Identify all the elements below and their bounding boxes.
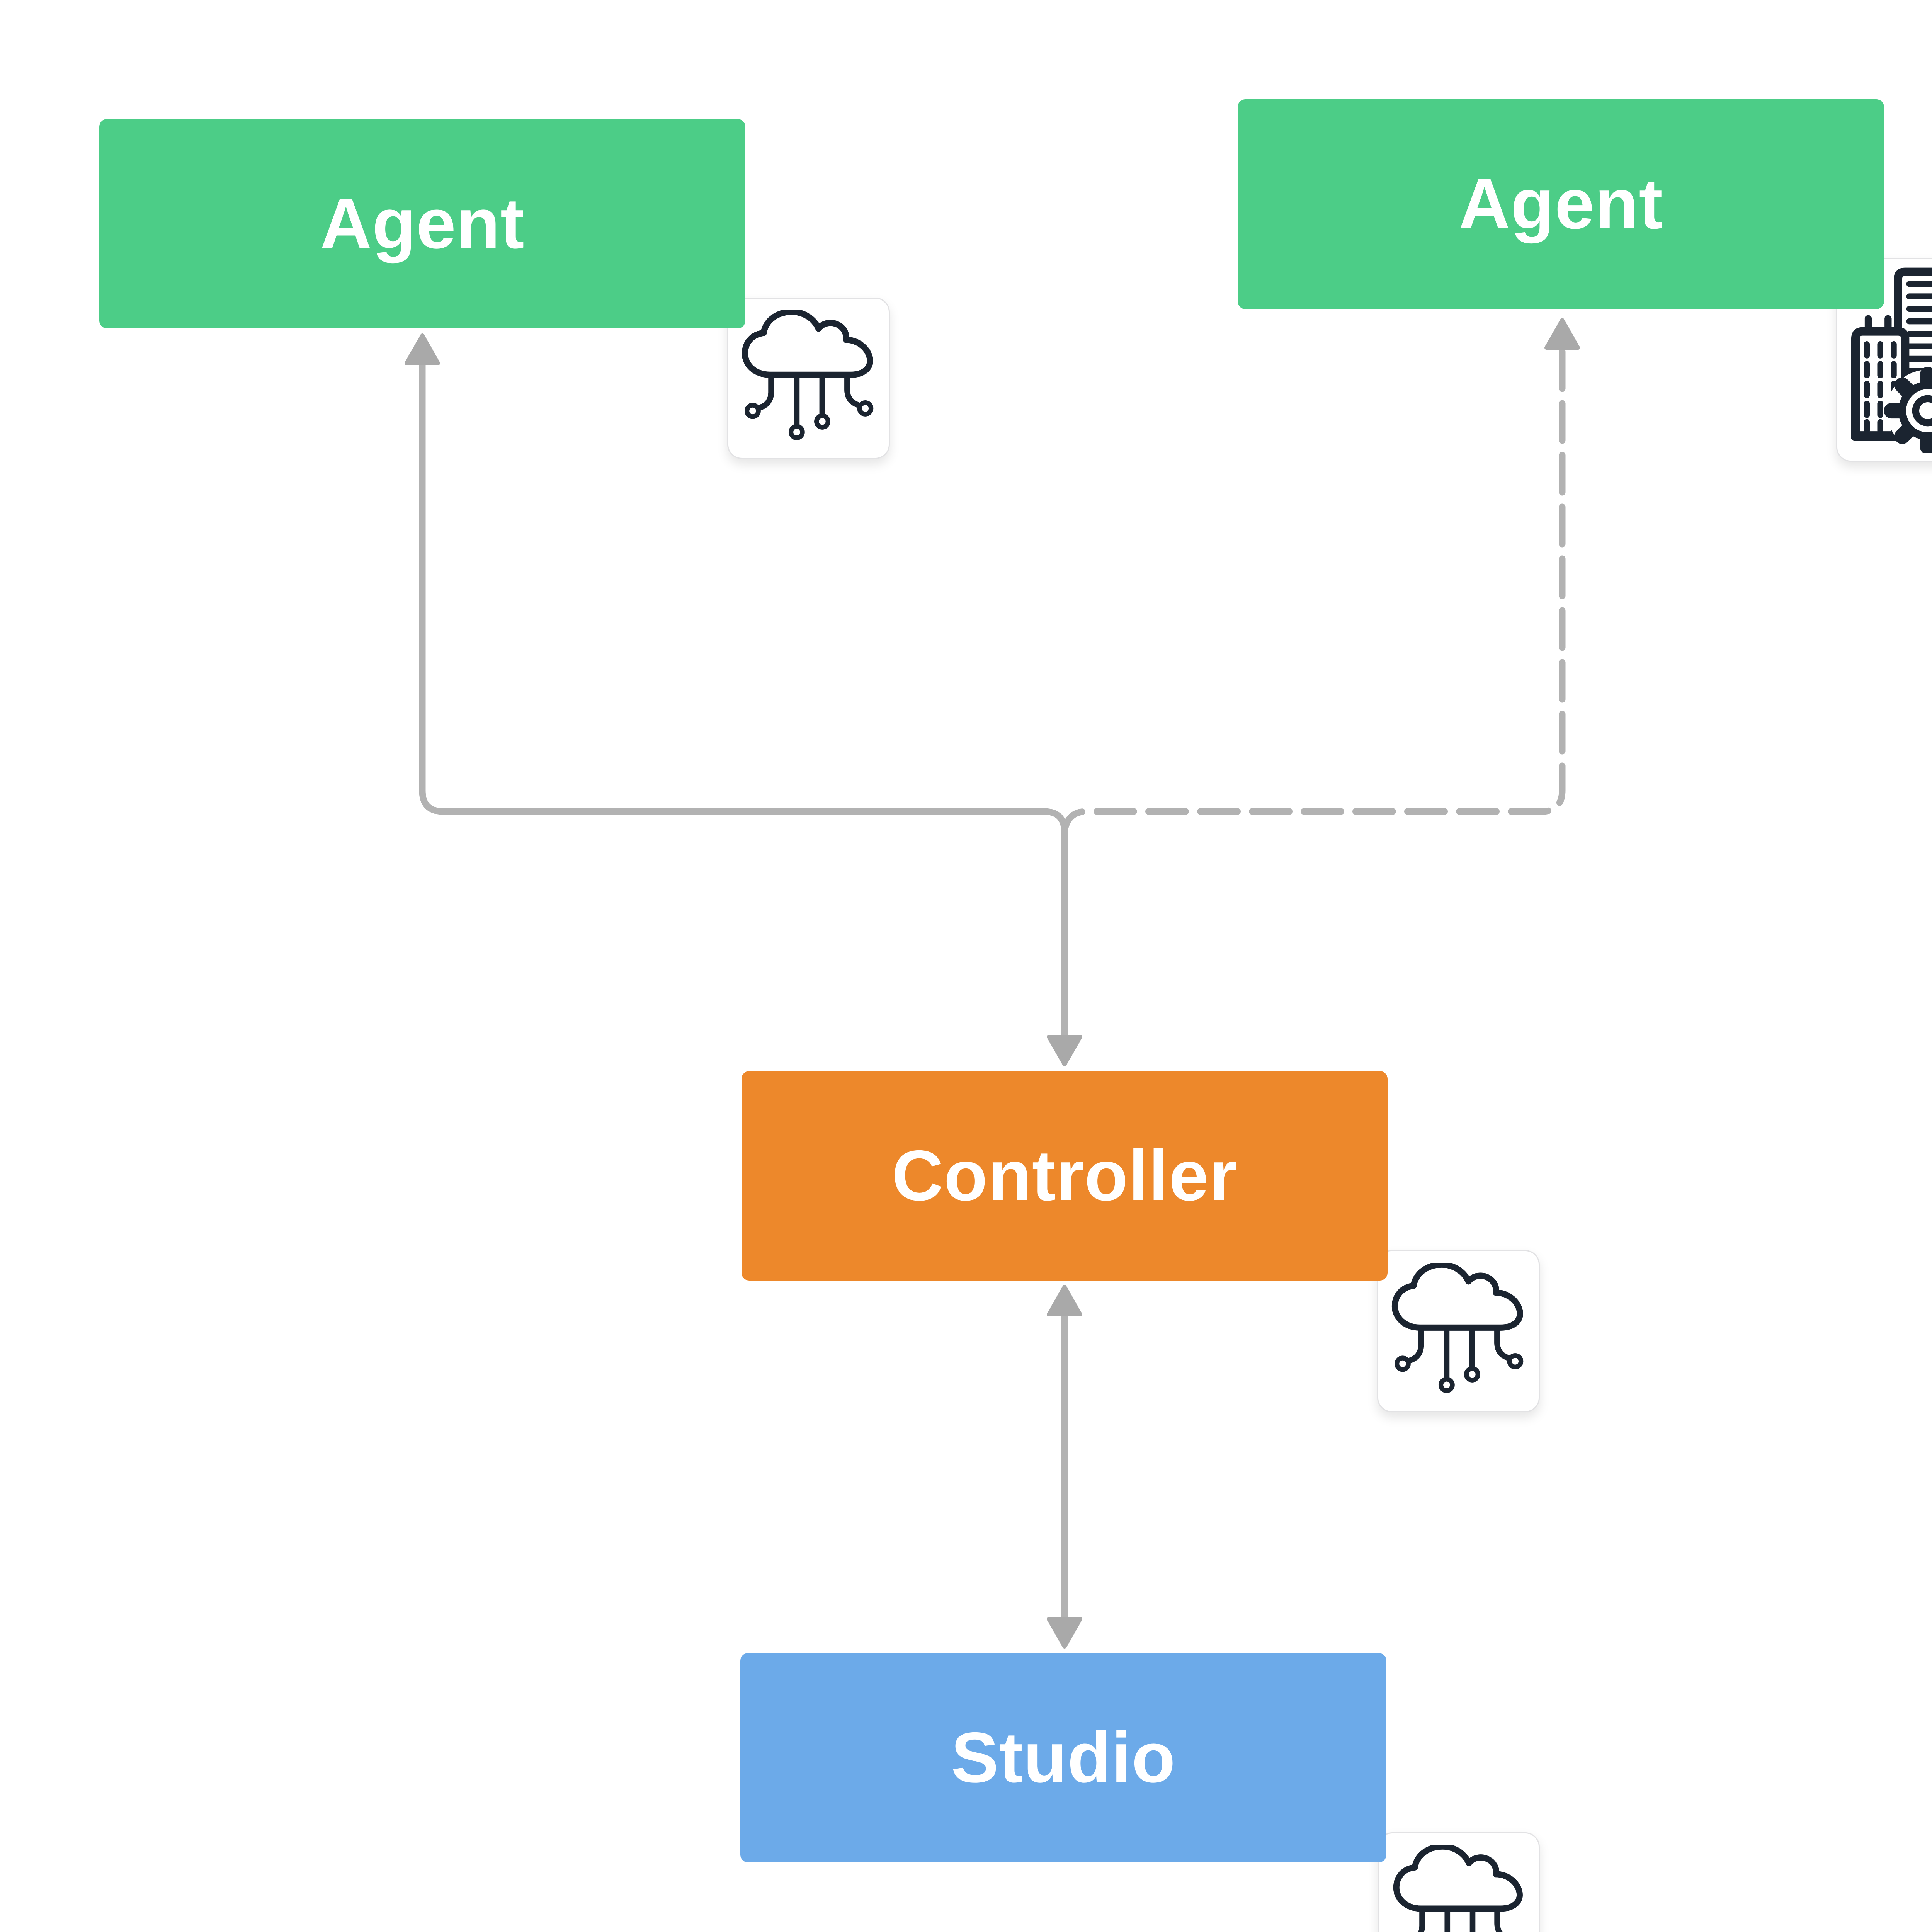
arrowhead-up-into-agent-left <box>405 333 440 365</box>
node-agent-right-label: Agent <box>1458 164 1663 244</box>
arrowhead-up-into-controller <box>1047 1285 1082 1316</box>
icon-card-agent-right <box>1836 258 1932 462</box>
cloud-network-icon <box>1393 1844 1523 1932</box>
buildings-gear-icon <box>1851 267 1932 453</box>
node-controller: Controller <box>742 1071 1388 1281</box>
edge-agent-right-dashed <box>1062 348 1566 830</box>
icon-card-studio <box>1378 1832 1540 1932</box>
node-studio: Studio <box>740 1653 1386 1862</box>
node-studio-label: Studio <box>951 1718 1176 1798</box>
icon-card-agent-left <box>727 298 890 459</box>
arrowhead-down-into-controller <box>1047 1035 1082 1066</box>
cloud-network-icon <box>742 310 874 440</box>
node-controller-label: Controller <box>892 1136 1237 1216</box>
edge-agent-left-solid <box>419 361 1068 1038</box>
node-agent-right: Agent <box>1238 99 1884 309</box>
node-agent-left-label: Agent <box>320 184 525 264</box>
arrowhead-down-into-studio <box>1047 1617 1082 1649</box>
node-agent-left: Agent <box>99 119 745 328</box>
cloud-network-icon <box>1391 1262 1524 1393</box>
arrowhead-up-into-agent-right <box>1544 318 1580 350</box>
icon-card-controller <box>1377 1250 1540 1412</box>
